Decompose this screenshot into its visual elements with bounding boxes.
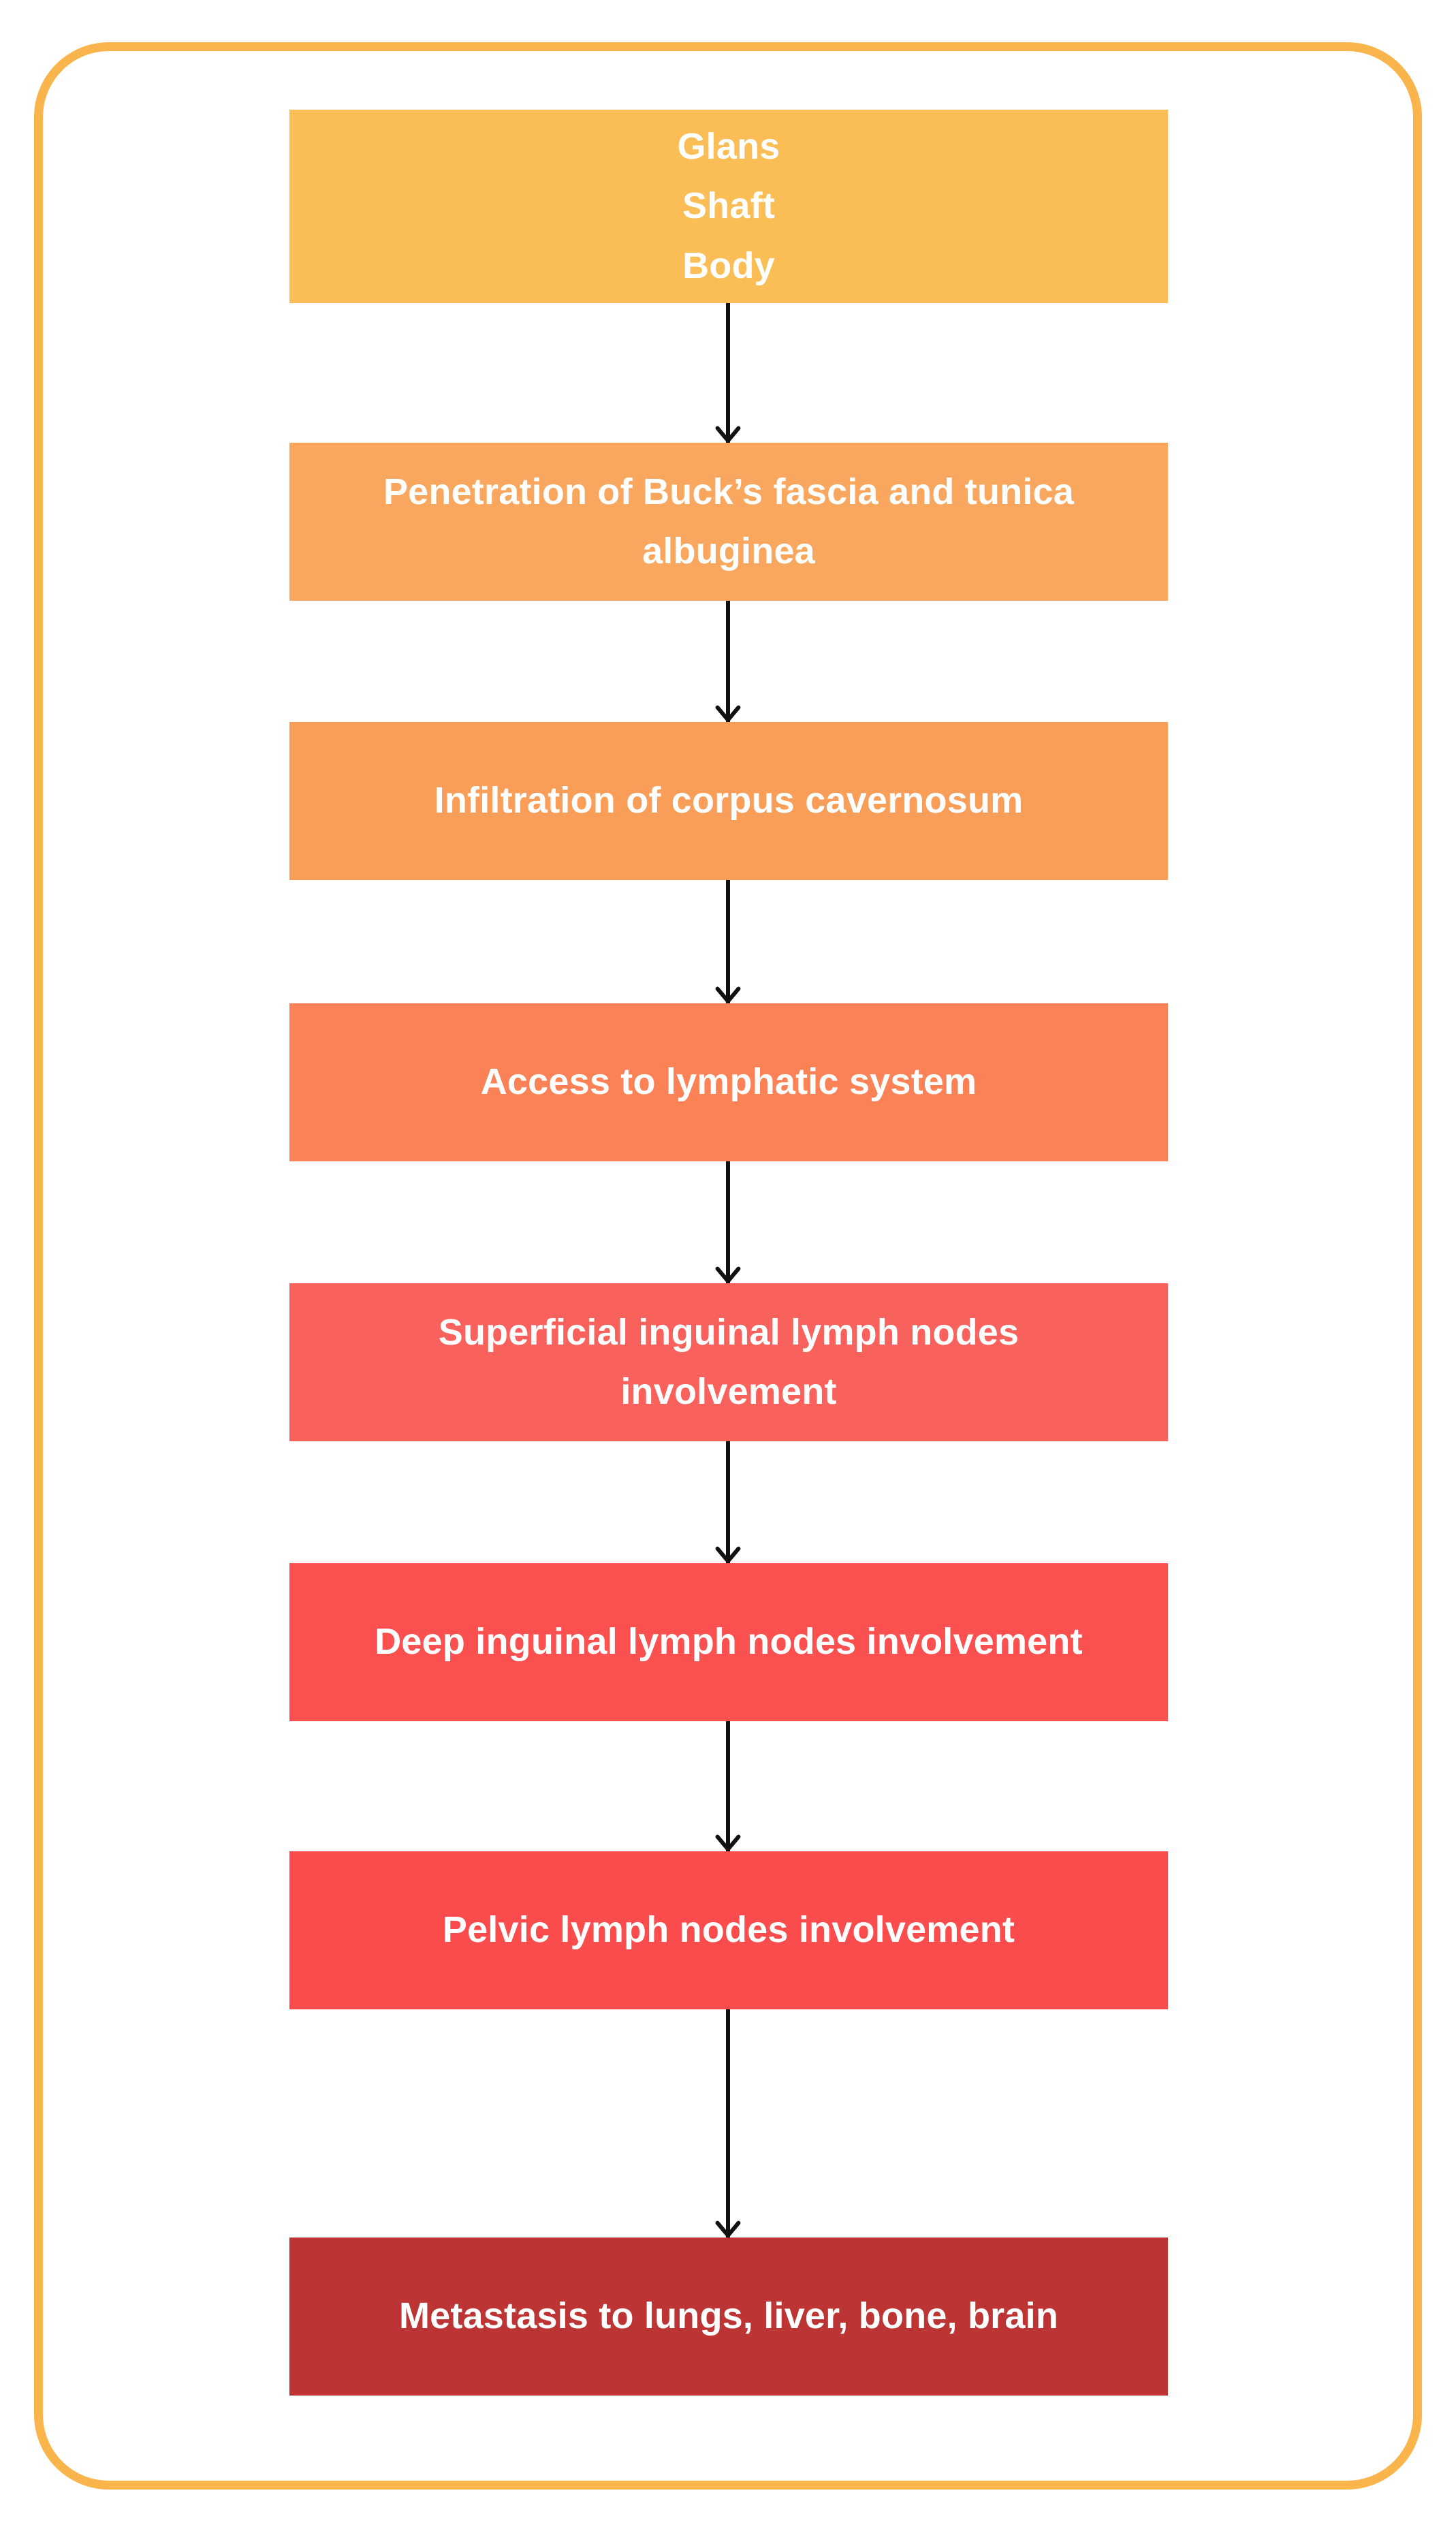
- step-label: Access to lymphatic system: [480, 1061, 977, 1103]
- step-bucks-fascia-penetration: Penetration of Buck’s fascia and tunica …: [289, 443, 1168, 601]
- step-label: Metastasis to lungs, liver, bone, brain: [398, 2295, 1059, 2337]
- flow-arrow-down-icon: [713, 1161, 743, 1285]
- flow-arrow-down-icon: [713, 1441, 743, 1565]
- step-lymphatic-system-access: Access to lymphatic system: [289, 1003, 1168, 1161]
- arrow-shaft: [726, 2009, 730, 2238]
- step-deep-inguinal-nodes: Deep inguinal lymph nodes involvement: [289, 1563, 1168, 1721]
- step-label: Infiltration of corpus cavernosum: [434, 780, 1024, 821]
- step-distant-metastasis: Metastasis to lungs, liver, bone, brain: [289, 2238, 1168, 2396]
- arrow-shaft: [726, 303, 730, 443]
- step-superficial-inguinal-nodes: Superficial inguinal lymph nodes involve…: [289, 1283, 1168, 1441]
- arrow-shaft: [726, 601, 730, 722]
- step-label: Deep inguinal lymph nodes involvement: [375, 1621, 1083, 1663]
- step-corpus-cavernosum-infiltration: Infiltration of corpus cavernosum: [289, 722, 1168, 880]
- rounded-border-frame: [34, 42, 1422, 2490]
- step-label: Superficial inguinal lymph nodes involve…: [438, 1311, 1019, 1412]
- flow-arrow-down-icon: [713, 601, 743, 723]
- flow-arrow-down-icon: [713, 2009, 743, 2239]
- arrow-shaft: [726, 1161, 730, 1283]
- step-pelvic-nodes: Pelvic lymph nodes involvement: [289, 1851, 1168, 2009]
- step-glans-shaft-body: Glans Shaft Body: [289, 110, 1168, 303]
- arrow-shaft: [726, 1441, 730, 1563]
- step-label: Penetration of Buck’s fascia and tunica …: [383, 471, 1075, 571]
- flow-arrow-down-icon: [713, 1721, 743, 1853]
- flow-arrow-down-icon: [713, 880, 743, 1005]
- flow-arrow-down-icon: [713, 303, 743, 444]
- arrow-shaft: [726, 880, 730, 1003]
- step-label: Pelvic lymph nodes involvement: [442, 1909, 1015, 1951]
- arrow-shaft: [726, 1721, 730, 1851]
- step-label: Glans Shaft Body: [677, 125, 780, 286]
